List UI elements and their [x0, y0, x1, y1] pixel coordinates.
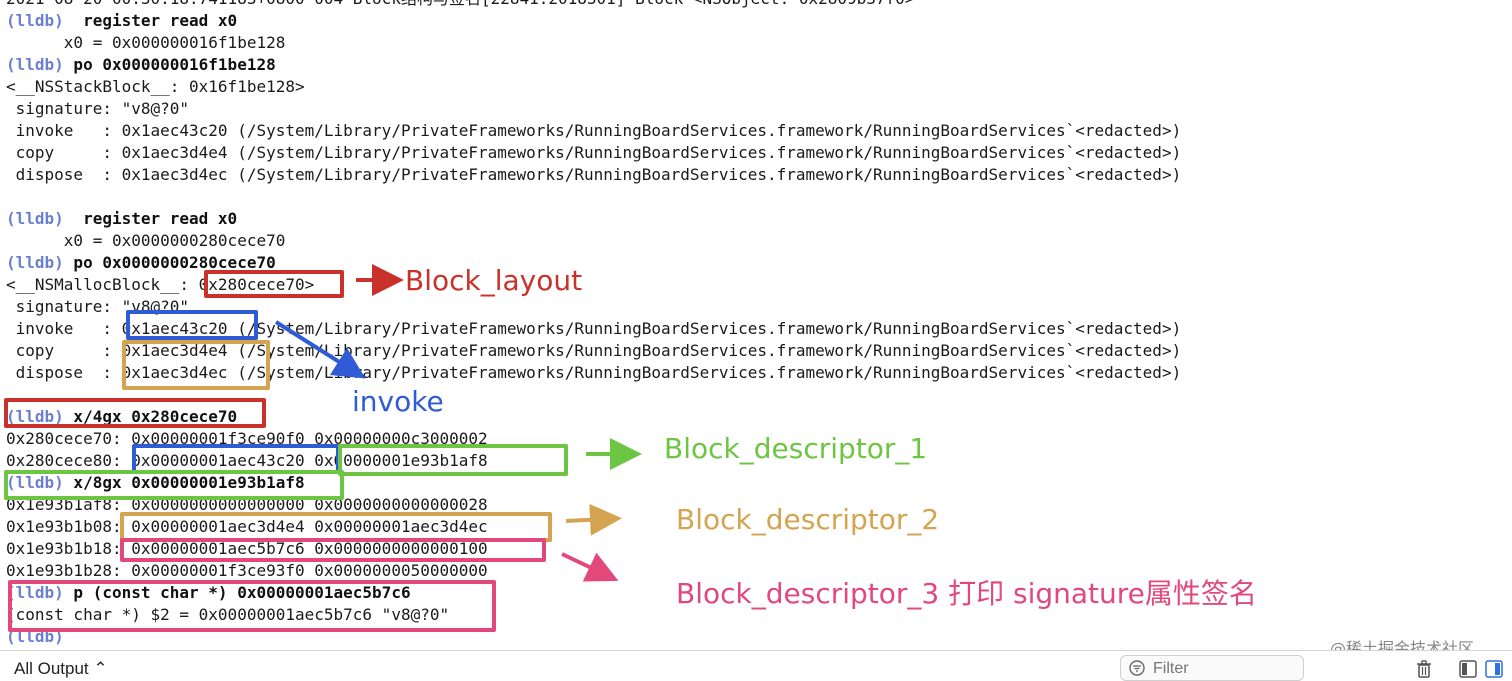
lldb-prompt: (lldb) [6, 209, 64, 228]
output-text: dispose : 0x1aec3d4ec (/System/Library/P… [6, 363, 1182, 382]
output-text: invoke : 0x1aec43c20 (/System/Library/Pr… [6, 319, 1182, 338]
output-text: dispose : 0x1aec3d4ec (/System/Library/P… [6, 165, 1182, 184]
console-output-line: x0 = 0x000000016f1be128 [6, 32, 286, 54]
x4gx-command-box [4, 398, 266, 428]
arrow-descriptor-2 [565, 503, 622, 536]
console-command-line: (lldb) register read x0 [6, 10, 237, 32]
trash-icon[interactable] [1414, 659, 1434, 679]
console-command-line: (lldb) p (const char *) 0x00000001aec5b7… [6, 582, 411, 604]
console-output-line: x0 = 0x0000000280cece70 [6, 230, 286, 252]
lldb-prompt: (lldb) [6, 407, 64, 426]
filter-field[interactable] [1120, 655, 1304, 681]
copy-dispose-box [122, 340, 270, 390]
command-text: x/4gx 0x280cece70 [63, 407, 238, 426]
split-left-icon[interactable] [1458, 659, 1478, 679]
lldb-prompt: (lldb) [6, 55, 64, 74]
lldb-prompt: (lldb) [6, 253, 64, 272]
console-command-line: (lldb) register read x0 [6, 208, 237, 230]
console-command-line: (lldb) po 0x000000016f1be128 [6, 54, 276, 76]
command-text: p (const char *) 0x00000001aec5b7c6 [63, 583, 411, 602]
console-command-line: (lldb) x/8gx 0x00000001e93b1af8 [6, 472, 305, 494]
filter-input[interactable] [1151, 658, 1303, 680]
console-statusbar: All Output ⌃ [0, 650, 1512, 681]
output-text: 0x280cece70: 0x00000001f3ce90f0 0x000000… [6, 429, 488, 448]
console-output-line: invoke : 0x1aec43c20 (/System/Library/Pr… [6, 318, 1182, 340]
label-descriptor-1: Block_descriptor_1 [664, 432, 928, 465]
block-layout-box [204, 270, 344, 298]
console-output-line: <__NSStackBlock__: 0x16f1be128> [6, 76, 305, 98]
command-text: po 0x0000000280cece70 [63, 253, 276, 272]
console-output-line: dispose : 0x1aec3d4ec (/System/Library/P… [6, 164, 1182, 186]
console-output-line: 0x1e93b1b08: 0x00000001aec3d4e4 0x000000… [6, 516, 488, 538]
console-output-line: copy : 0x1aec3d4e4 (/System/Library/Priv… [6, 142, 1182, 164]
output-text: x0 = 0x0000000280cece70 [6, 231, 286, 250]
command-text: register read x0 [63, 209, 238, 228]
command-text: register read x0 [63, 11, 238, 30]
signature-pointer-box [120, 538, 546, 562]
x8gx-command-box [4, 470, 344, 500]
console-output[interactable]: 2021-08-20 00:30:18.741183+0800 004-Bloc… [0, 0, 1512, 650]
console-output-line: dispose : 0x1aec3d4ec (/System/Library/P… [6, 362, 1182, 384]
console-output-line: 0x1e93b1b18: 0x00000001aec5b7c6 0x000000… [6, 538, 488, 560]
console-output-line: (const char *) $2 = 0x00000001aec5b7c6 "… [6, 604, 449, 626]
command-text: po 0x000000016f1be128 [63, 55, 276, 74]
invoke-address-box [126, 310, 258, 340]
output-text: copy : 0x1aec3d4e4 (/System/Library/Priv… [6, 143, 1182, 162]
console-output-line: <__NSMallocBlock__: 0x280cece70> [6, 274, 314, 296]
lldb-prompt: (lldb) [6, 11, 64, 30]
console-output-line: copy : 0x1aec3d4e4 (/System/Library/Priv… [6, 340, 1182, 362]
output-text: invoke : 0x1aec43c20 (/System/Library/Pr… [6, 121, 1182, 140]
output-filter-select[interactable]: All Output ⌃ [14, 659, 108, 678]
output-text: <__NSMallocBlock__: 0x280cece70> [6, 275, 315, 294]
output-text: 0x1e93b1b28: 0x00000001f3ce93f0 0x000000… [6, 561, 488, 580]
lldb-prompt: (lldb) [6, 473, 64, 492]
descriptor-pointer-box [338, 444, 568, 476]
output-text: (const char *) $2 = 0x00000001aec5b7c6 "… [6, 605, 450, 624]
watermark: @稀土掘金技术社区 [1330, 639, 1475, 650]
output-text: x0 = 0x000000016f1be128 [6, 33, 286, 52]
console-output-line: invoke : 0x1aec43c20 (/System/Library/Pr… [6, 120, 1182, 142]
label-descriptor-2: Block_descriptor_2 [676, 503, 940, 536]
label-invoke: invoke [352, 385, 444, 418]
output-text: signature: "v8@?0" [6, 99, 190, 118]
filter-icon [1129, 660, 1145, 676]
output-text: 2021-08-20 00:30:18.741183+0800 004-Bloc… [6, 0, 914, 8]
output-text: 0x1e93b1b08: 0x00000001aec3d4e4 0x000000… [6, 517, 488, 536]
lldb-prompt: (lldb) [6, 583, 64, 602]
console-command-line: (lldb) po 0x0000000280cece70 [6, 252, 276, 274]
label-descriptor-3: Block_descriptor_3 打印 signature属性签名 [676, 577, 1257, 610]
output-text: 0x280cece80: 0x00000001aec43c20 0x000000… [6, 451, 488, 470]
output-text: copy : 0x1aec3d4e4 (/System/Library/Priv… [6, 341, 1182, 360]
console-output-line: 0x280cece70: 0x00000001f3ce90f0 0x000000… [6, 428, 488, 450]
label-block-layout: Block_layout [405, 264, 583, 297]
print-signature-box [8, 580, 496, 632]
console-output-line: 0x1e93b1b28: 0x00000001f3ce93f0 0x000000… [6, 560, 488, 582]
command-text: x/8gx 0x00000001e93b1af8 [63, 473, 305, 492]
console-output-line: 2021-08-20 00:30:18.741183+0800 004-Bloc… [6, 0, 914, 10]
split-right-icon[interactable] [1484, 659, 1504, 679]
arrow-descriptor-3 [561, 552, 619, 582]
console-command-line: (lldb) x/4gx 0x280cece70 [6, 406, 237, 428]
console-output-line: 0x280cece80: 0x00000001aec43c20 0x000000… [6, 450, 488, 472]
console-output-line: signature: "v8@?0" [6, 98, 189, 120]
output-text: 0x1e93b1b18: 0x00000001aec5b7c6 0x000000… [6, 539, 488, 558]
output-text: <__NSStackBlock__: 0x16f1be128> [6, 77, 305, 96]
